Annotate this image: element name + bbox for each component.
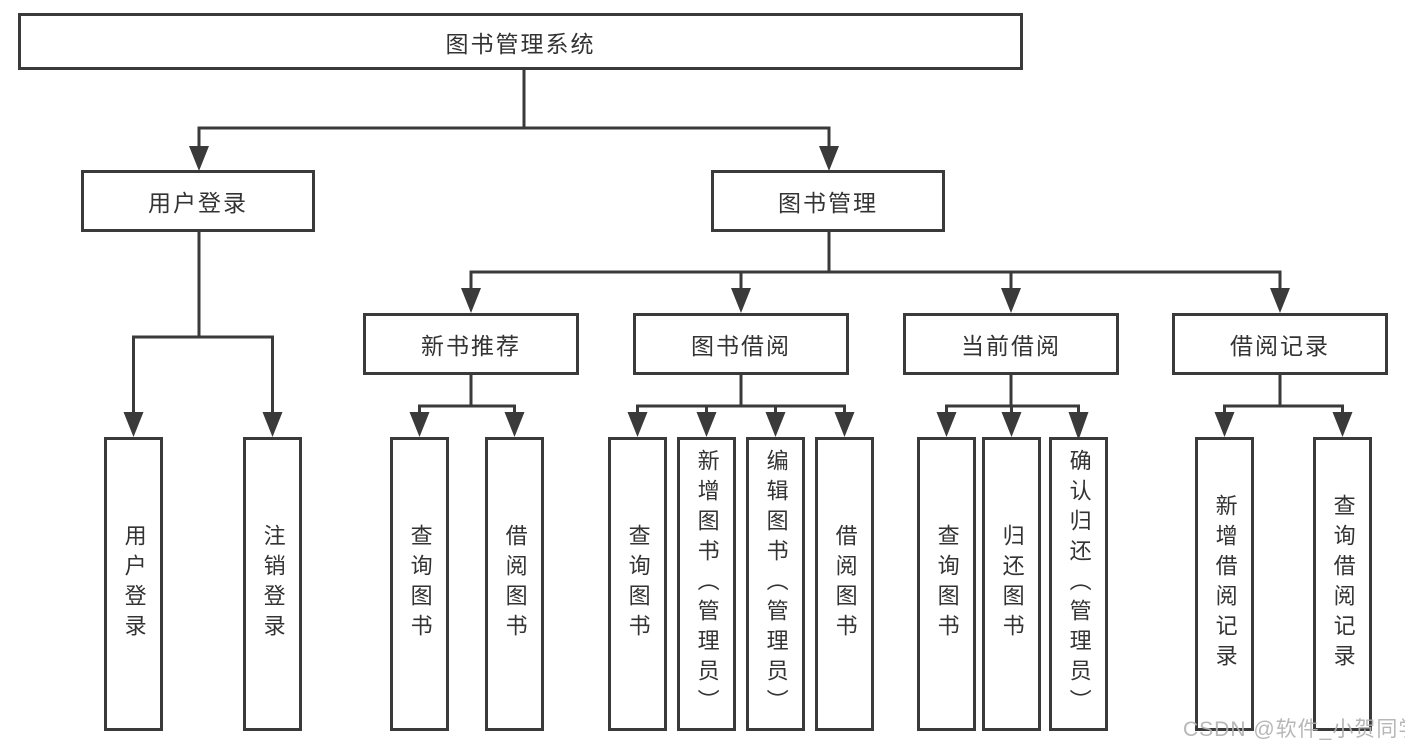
leaf-label: 查询图书 (934, 524, 960, 644)
leaf-borrow-books-borrow: 借阅图书 (815, 437, 874, 731)
leaf-label: 用户登录 (121, 524, 147, 644)
leaf-query-borrow-record: 查询借阅记录 (1313, 437, 1372, 731)
node-new-book-recommend: 新书推荐 (363, 313, 579, 375)
node-label: 图书管理系统 (445, 30, 596, 57)
node-label: 图书管理 (778, 190, 878, 216)
leaf-label: 查询借阅记录 (1330, 494, 1356, 674)
leaf-add-borrow-record: 新增借阅记录 (1195, 437, 1254, 731)
connector-user-login-to-leaves (123, 232, 283, 437)
leaf-return-books: 归还图书 (982, 437, 1041, 731)
leaf-label: 查询图书 (407, 524, 433, 644)
node-book-management: 图书管理 (711, 170, 945, 232)
node-label: 当前借阅 (961, 333, 1061, 359)
connector-borrow-records-to-leaves (1214, 375, 1353, 437)
leaf-confirm-return-admin: 确认归还（管理员） (1049, 437, 1108, 731)
leaf-label: 借阅图书 (502, 524, 528, 644)
leaf-label: 新增图书（管理员） (694, 449, 720, 719)
node-label: 图书借阅 (691, 333, 791, 359)
connector-book-management-to-level3 (461, 232, 1290, 313)
connector-root-to-level2 (189, 69, 839, 171)
leaf-label: 归还图书 (999, 524, 1025, 644)
leaf-add-books-admin: 新增图书（管理员） (677, 437, 736, 731)
leaf-label: 注销登录 (260, 524, 286, 644)
leaf-edit-books-admin: 编辑图书（管理员） (746, 437, 805, 731)
connector-new-book-recommend-to-leaves (409, 375, 525, 437)
node-label: 用户登录 (148, 190, 248, 216)
connector-book-borrow-to-leaves (627, 375, 855, 437)
leaf-label: 查询图书 (625, 524, 651, 644)
leaf-query-books-borrow: 查询图书 (608, 437, 667, 731)
node-label: 新书推荐 (421, 333, 521, 359)
node-borrow-records: 借阅记录 (1172, 313, 1388, 375)
node-book-borrow: 图书借阅 (633, 313, 849, 375)
leaf-logout-login: 注销登录 (243, 437, 302, 731)
leaf-label: 确认归还（管理员） (1066, 449, 1092, 719)
leaf-query-books-current: 查询图书 (917, 437, 976, 731)
leaf-label: 新增借阅记录 (1212, 494, 1238, 674)
leaf-label: 借阅图书 (832, 524, 858, 644)
leaf-user-login: 用户登录 (104, 437, 163, 731)
leaf-borrow-books-recommend: 借阅图书 (485, 437, 544, 731)
leaf-query-books-recommend: 查询图书 (390, 437, 449, 731)
csdn-watermark: CSDN @软件_小贺同学 (1183, 718, 1405, 741)
node-user-login: 用户登录 (81, 170, 315, 232)
node-library-management-system: 图书管理系统 (18, 13, 1023, 70)
node-label: 借阅记录 (1230, 333, 1330, 359)
node-current-borrow: 当前借阅 (903, 313, 1119, 375)
leaf-label: 编辑图书（管理员） (763, 449, 789, 719)
connector-current-borrow-to-leaves (936, 375, 1089, 440)
